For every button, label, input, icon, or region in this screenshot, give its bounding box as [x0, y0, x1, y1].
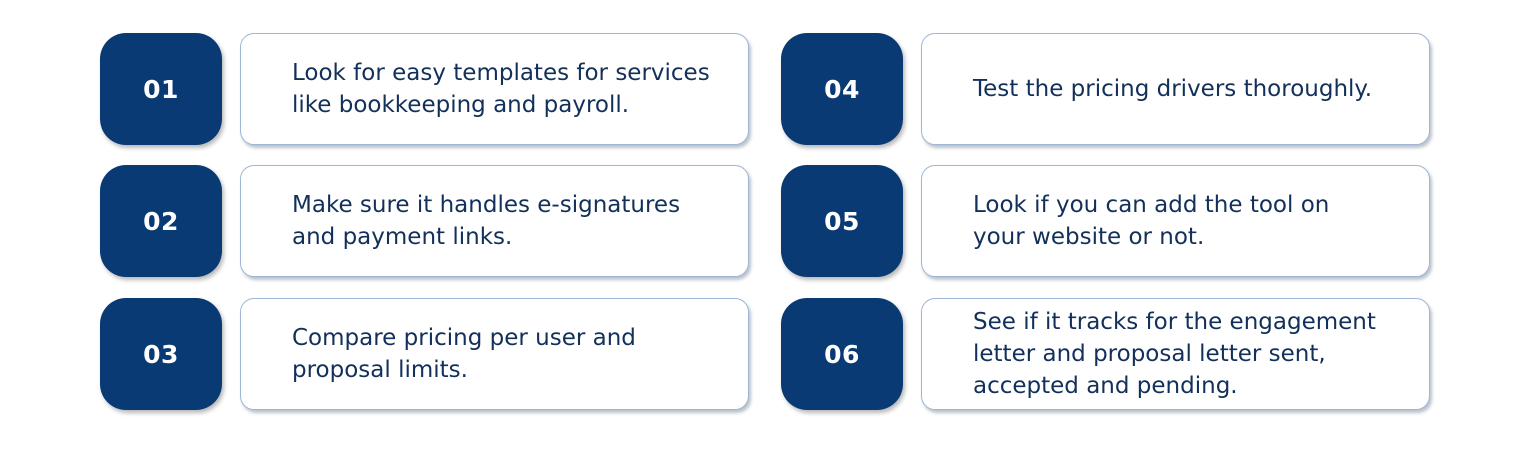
step-item-03: 03 Compare pricing per user and proposal…: [100, 298, 749, 410]
step-number-badge: 06: [781, 298, 903, 410]
step-item-04: 04 Test the pricing drivers thoroughly.: [781, 33, 1430, 145]
step-text: See if it tracks for the engagement lett…: [973, 309, 1376, 399]
step-number-badge: 01: [100, 33, 222, 145]
step-card: Make sure it handles e-signatures and pa…: [240, 165, 749, 277]
step-item-02: 02 Make sure it handles e-signatures and…: [100, 165, 749, 277]
step-item-06: 06 See if it tracks for the engagement l…: [781, 298, 1430, 410]
step-number-badge: 02: [100, 165, 222, 277]
step-number-badge: 05: [781, 165, 903, 277]
step-card: Compare pricing per user and proposal li…: [240, 298, 749, 410]
step-item-01: 01 Look for easy templates for services …: [100, 33, 749, 145]
step-card: Test the pricing drivers thoroughly.: [921, 33, 1430, 145]
step-text: Make sure it handles e-signatures and pa…: [292, 192, 681, 250]
step-number-badge: 04: [781, 33, 903, 145]
step-card: Look if you can add the tool on your web…: [921, 165, 1430, 277]
step-text: Look if you can add the tool on your web…: [973, 192, 1330, 250]
step-card: Look for easy templates for services lik…: [240, 33, 749, 145]
step-text: Look for easy templates for services lik…: [292, 60, 710, 118]
step-text: Compare pricing per user and proposal li…: [292, 325, 636, 383]
step-card: See if it tracks for the engagement lett…: [921, 298, 1430, 410]
step-item-05: 05 Look if you can add the tool on your …: [781, 165, 1430, 277]
step-number-badge: 03: [100, 298, 222, 410]
step-text: Test the pricing drivers thoroughly.: [973, 76, 1373, 102]
